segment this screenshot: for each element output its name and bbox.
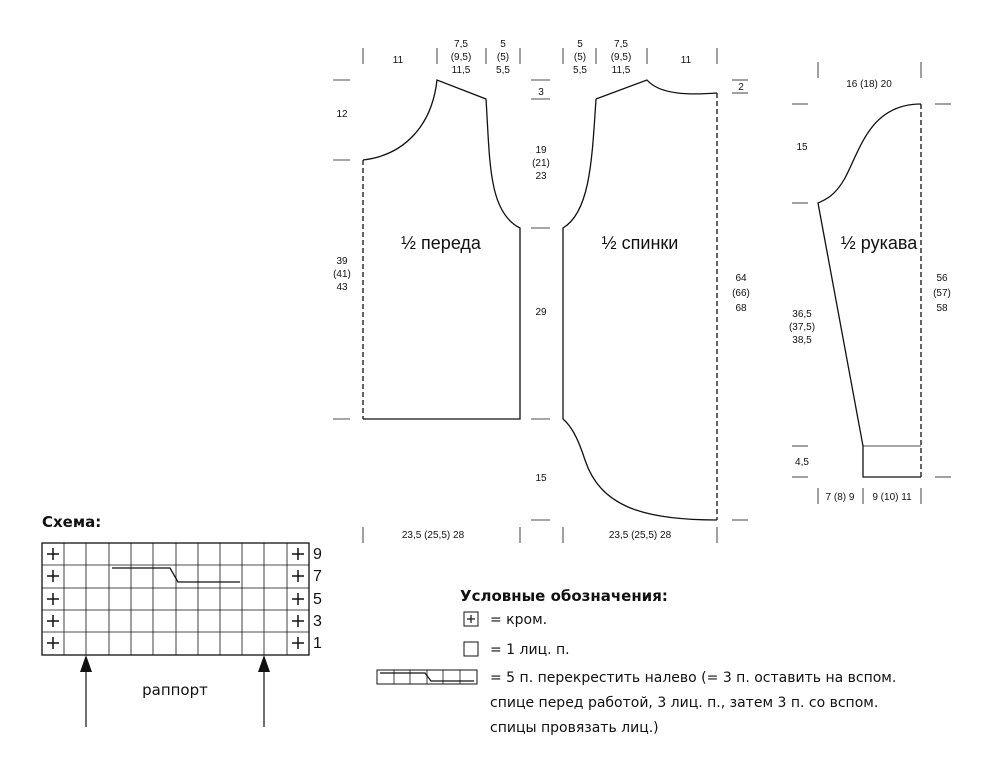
scheme-title: Схема: [42,513,101,531]
dim-top-front-neck-2: (9,5) [451,52,472,63]
legend-knit-icon [463,641,479,657]
dim-left-armhole: 12 [336,109,348,120]
dim-top-back-gap-2: (5) [574,52,586,63]
dim-sleeve-cap: 15 [796,142,808,153]
dim-bottom-front: 23,5 (25,5) 28 [402,530,465,541]
back-title: ½ спинки [602,233,679,253]
dim-right-total-1: 64 [735,273,747,284]
dim-sleeve-outer-1: 56 [936,273,948,284]
cable-cross-symbol [112,567,240,583]
dim-top-back-gap-3: 5,5 [573,65,587,76]
dim-bottom-back: 23,5 (25,5) 28 [609,530,672,541]
dim-top-back-neck-1: 7,5 [614,39,628,50]
scheme-grid [41,542,310,656]
row-number-9: 9 [313,546,322,563]
dim-right-2: 2 [738,82,744,93]
dim-center-29: 29 [535,307,547,318]
dim-sleeve-top: 16 (18) 20 [846,79,892,90]
front-title: ½ переда [401,233,482,253]
legend-edge-text: = кром. [490,612,547,628]
repeat-label: раппорт [142,681,208,699]
row-number-5: 5 [313,591,322,608]
back-outline [562,79,718,521]
dim-top-back-gap-1: 5 [577,39,583,50]
dim-top-front-neck-3: 11,5 [452,65,471,76]
legend-cable-text-3: спицы провязать лиц.) [490,720,659,736]
dim-sleeve-inner-1: 36,5 [792,309,812,320]
row-number-7: 7 [313,568,322,585]
legend-edge-icon [463,611,479,627]
dim-sleeve-cuff: 4,5 [795,457,809,468]
row-number-1: 1 [313,635,322,652]
dim-left-body-3: 43 [336,282,348,293]
sleeve-outline [817,103,922,478]
dim-right-total-2: (66) [732,288,750,299]
dim-center-armhole-1: 19 [535,145,547,156]
sleeve-title: ½ рукава [841,233,918,253]
legend-cable-icon [376,669,478,685]
row-number-3: 3 [313,613,322,630]
dim-sleeve-inner-2: (37,5) [789,322,815,333]
dim-center-15: 15 [535,473,547,484]
dim-center-armhole-3: 23 [535,171,547,182]
legend-cable-text-2: спице перед работой, 3 лиц. п., затем 3 … [490,695,878,711]
dim-top-front-gap-1: 5 [500,39,506,50]
dim-sleeve-outer-3: 58 [936,303,948,314]
dim-top-back-neck-3: 11,5 [612,65,631,76]
dim-center-armhole-2: (21) [532,158,550,169]
legend-knit-text: = 1 лиц. п. [490,642,570,658]
dim-top-back-shoulder: 11 [681,55,692,66]
dim-top-front-gap-3: 5,5 [496,65,510,76]
dim-left-body-2: (41) [333,269,351,280]
dim-sleeve-bottom-right: 9 (10) 11 [872,492,912,503]
dim-left-body-1: 39 [336,256,348,267]
dim-sleeve-inner-3: 38,5 [792,335,812,346]
dim-sleeve-bottom-left: 7 (8) 9 [826,492,855,503]
dim-top-front-neck-1: 7,5 [454,39,468,50]
repeat-arrows [80,655,270,727]
edge-stitch-marks [47,548,304,649]
dim-right-total-3: 68 [735,303,747,314]
dim-top-front-gap-2: (5) [497,52,509,63]
legend-cable-text-1: = 5 п. перекрестить налево (= 3 п. остав… [490,670,896,686]
dim-top-back-neck-2: (9,5) [611,52,632,63]
measurement-ticks [333,48,951,543]
dim-sleeve-outer-2: (57) [933,288,951,299]
dim-top-front-shoulder: 11 [393,55,404,66]
dim-center-3: 3 [538,87,544,98]
legend-title: Условные обозначения: [460,587,668,605]
front-outline [362,79,521,420]
